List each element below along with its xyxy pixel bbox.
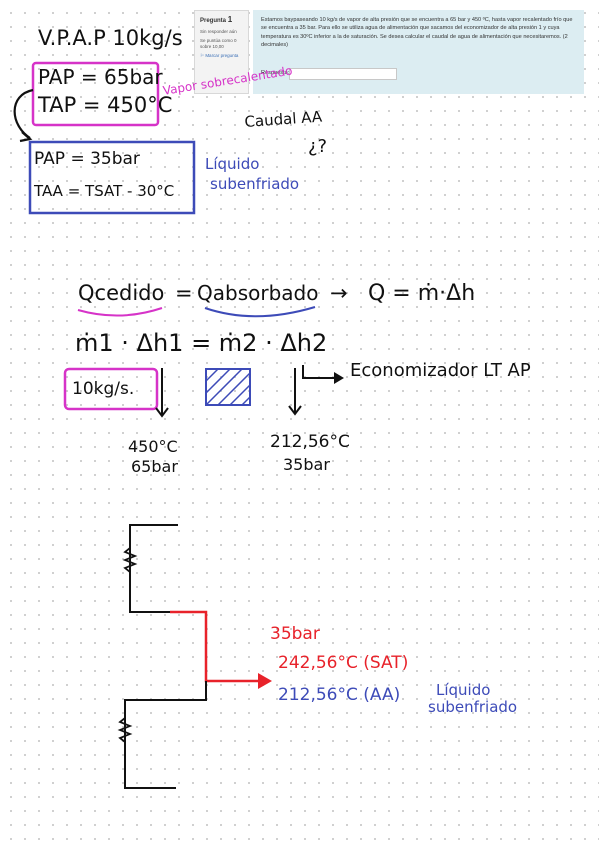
hatched-square: [205, 368, 251, 406]
circuit-diagram: [117, 524, 272, 789]
eq1-arrow: →: [330, 281, 348, 305]
box1-line1: PAP = 65bar: [38, 65, 163, 89]
red-flow-line: [170, 610, 258, 683]
box2-line2: TAA = TSAT - 30°C: [34, 182, 175, 200]
question-points: Se puntúa como 0 sobre 10,00: [200, 37, 237, 49]
question-mark-note: ¿?: [308, 136, 328, 157]
left-temp: 450°C: [128, 437, 178, 456]
eq1-result: Q = ṁ·Δh: [368, 281, 476, 306]
left-pressure: 65bar: [131, 457, 178, 476]
blue-subenfriado-note: subenfriado: [428, 698, 518, 716]
answer-label: Respuesta:: [261, 70, 290, 76]
blue-aa-temp-note: 212,56°C (AA): [278, 685, 401, 705]
economizer-note: Economizador LT AP: [350, 360, 531, 381]
down-arrow-left: [155, 407, 169, 418]
question-number: Pregunta 1: [200, 15, 233, 24]
box1-line2: TAP = 450°C: [38, 93, 173, 117]
red-sat-temp-note: 242,56°C (SAT): [278, 653, 409, 673]
subenfriado-note: subenfriado: [210, 175, 300, 193]
flag-question-link[interactable]: ⚐ Marcar pregunta: [200, 52, 239, 58]
economizer-arrow: [302, 365, 342, 379]
question-info-panel: Pregunta 1 Sin responder aún Se puntúa c…: [194, 10, 249, 94]
answer-input[interactable]: [289, 68, 397, 80]
heater-coil-top: [122, 547, 138, 573]
heater-coil-bottom: [117, 717, 133, 743]
curved-arrow: [13, 88, 34, 139]
box2-line1: PAP = 35bar: [34, 149, 140, 169]
liquido-note: Líquido: [205, 155, 260, 173]
eq1-qabsorbado: Qabsorbado: [197, 281, 319, 305]
flag-icon: ⚐: [200, 52, 205, 58]
eq2: ṁ1 · Δh1 = ṁ2 · Δh2: [75, 329, 328, 357]
question-body: Estamos baypaseando 10 kg/s de vapor de …: [253, 10, 584, 94]
down-arrow-right: [288, 405, 302, 416]
title-note: V.P.A.P 10kg/s: [38, 26, 183, 50]
eq1-equals: =: [175, 281, 193, 305]
blue-liquido-note: Líquido: [436, 681, 491, 699]
red-pressure-note: 35bar: [270, 624, 320, 644]
pink-underline: [77, 307, 163, 317]
question-card: Pregunta 1 Sin responder aún Se puntúa c…: [194, 10, 584, 94]
right-temp: 212,56°C: [270, 432, 350, 452]
red-arrow-head: [258, 673, 272, 689]
blue-underline: [204, 306, 316, 318]
eq1-qcedido: Qcedido: [78, 281, 165, 305]
question-text: Estamos baypaseando 10 kg/s de vapor de …: [261, 17, 573, 49]
question-status: Sin responder aún: [200, 28, 237, 34]
pink-box-flow: [63, 367, 159, 411]
pink-box-conditions: [31, 61, 160, 127]
blue-box-conditions: [28, 140, 196, 215]
flow-note: 10kg/s.: [72, 379, 135, 399]
right-pressure: 35bar: [283, 455, 330, 474]
